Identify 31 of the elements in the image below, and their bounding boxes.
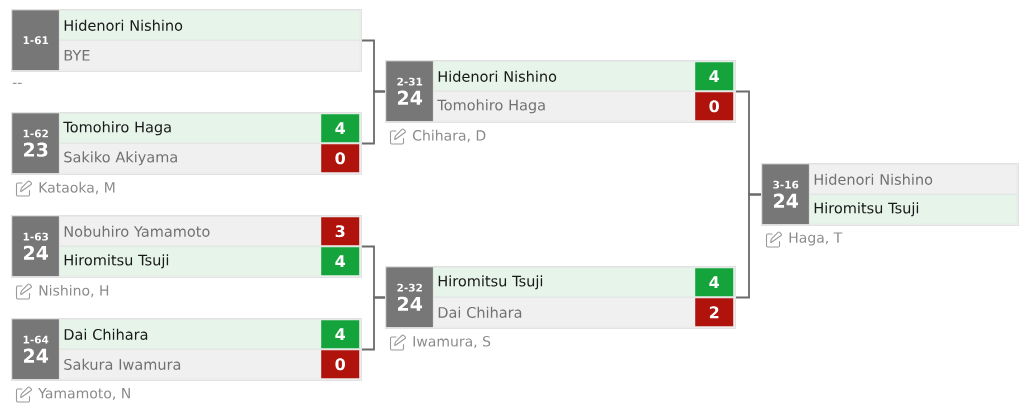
player-row: Hidenori Nishino [59,10,361,41]
match-tag: 3-16 24 [762,164,810,225]
umpire-name: Yamamoto, N [38,388,130,400]
connector-line [361,296,386,351]
score-box: 4 [321,320,360,349]
match-tag: 1-63 24 [12,216,60,277]
umpire-name: Chihara, D [413,129,486,143]
connector-line [735,193,762,299]
match-tag: 1-62 23 [12,113,60,174]
player-row: Hiromitsu Tsuji [809,194,1018,225]
umpire-name: Kataoka, M [39,181,115,195]
score-box: 4 [321,247,360,276]
score-box: 3 [321,217,360,246]
match-tag: 2-32 24 [386,267,434,328]
match-tag: 1-61 [12,10,60,71]
score-box: 4 [695,62,734,91]
player-row: Hidenori Nishino [809,164,1018,195]
score-box: 0 [695,92,734,121]
match-tag: 1-64 24 [12,319,60,380]
score-box: 4 [321,114,360,143]
player-row: BYE [59,40,361,71]
umpire-name: Haga, T [789,232,843,246]
connector-line [361,90,386,145]
umpire-name: -- [12,82,22,84]
umpire-name: Iwamura, S [413,336,491,348]
score-box: 0 [321,144,360,173]
match-tag: 2-31 24 [386,61,434,122]
umpire-name: Nishino, H [39,284,109,298]
score-box: 0 [321,350,360,379]
score-box: 2 [695,298,734,327]
score-box: 4 [695,268,734,297]
